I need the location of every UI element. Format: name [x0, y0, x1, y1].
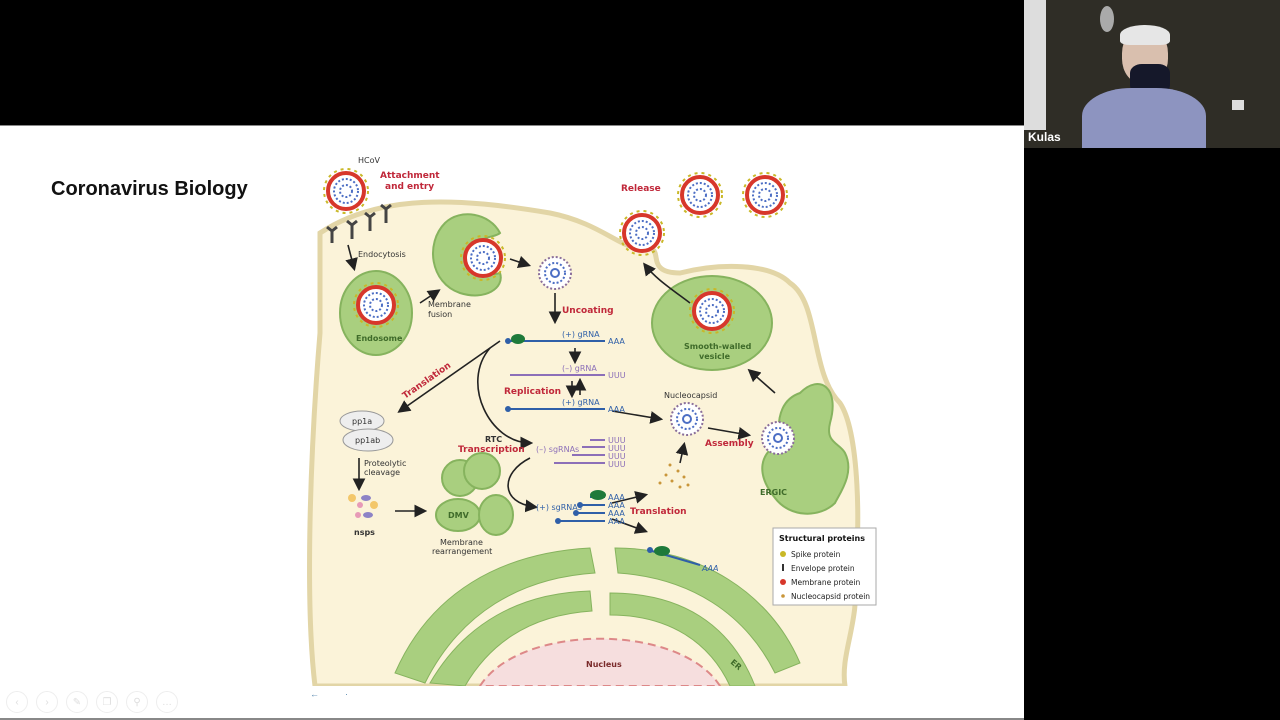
- svg-text:AAA: AAA: [608, 509, 625, 518]
- svg-text:AAA: AAA: [701, 564, 718, 573]
- person-hair: [1120, 25, 1170, 45]
- label-pos-grna: (+) gRNA: [562, 330, 600, 339]
- label-nucleus: Nucleus: [586, 660, 622, 669]
- label-aaa-2: AAA: [608, 405, 625, 414]
- label-neg-sgrnas: (–) sgRNAs: [536, 445, 579, 454]
- label-hcov: HCoV: [358, 156, 380, 165]
- label-membrane-rearr: Membrane: [440, 538, 483, 547]
- label-pp1ab: pp1ab: [355, 436, 380, 445]
- slide-title: Coronavirus Biology: [51, 178, 248, 200]
- label-neg-grna: (–) gRNA: [562, 364, 597, 373]
- ribosome-icon: [590, 490, 606, 500]
- svg-text:AAA: AAA: [608, 493, 625, 502]
- label-assembly: Assembly: [705, 439, 754, 449]
- label-pos-sgrnas: (+) sgRNAs: [536, 503, 582, 512]
- er-left: [394, 547, 596, 684]
- label-cleavage: cleavage: [364, 468, 400, 477]
- label-fusion: fusion: [428, 310, 452, 319]
- er-right-inner: [609, 592, 756, 686]
- top-black-bar: [0, 0, 1024, 125]
- rna-strands: [505, 338, 701, 566]
- pen-tool-button[interactable]: ✎: [66, 691, 88, 713]
- svg-text:AAA: AAA: [608, 501, 625, 510]
- video-background-speaker: [1100, 6, 1114, 32]
- svg-text:UUU: UUU: [608, 460, 626, 469]
- legend-item-membrane: Membrane protein: [791, 578, 860, 587]
- label-pp1a: pp1a: [352, 417, 372, 426]
- label-dmv: DMV: [448, 511, 470, 520]
- legend-item-nucleocapsid: Nucleocapsid protein: [791, 592, 870, 601]
- coronavirus-lifecycle-diagram: HCoV Endocytosis Membrane fusion (+) gRN…: [307, 156, 877, 686]
- label-smooth-walled: Smooth-walled: [684, 342, 752, 351]
- label-endosome: Endosome: [356, 334, 403, 343]
- svg-text:AAA: AAA: [608, 517, 625, 526]
- video-background-screen: [1024, 0, 1046, 130]
- label-vesicle: vesicle: [699, 352, 731, 361]
- label-entry: and entry: [385, 182, 434, 192]
- label-uuu-1: UUU: [608, 371, 626, 380]
- prev-slide-button[interactable]: ←: [310, 689, 319, 699]
- label-proteolytic: Proteolytic: [364, 459, 406, 468]
- er-left-inner: [429, 590, 593, 686]
- bottom-border: [0, 718, 1024, 720]
- label-nucleocapsid: Nucleocapsid: [664, 391, 717, 400]
- zoom-tool-button[interactable]: ⚲: [126, 691, 148, 713]
- label-transcription: Transcription: [458, 445, 525, 455]
- label-release: Release: [621, 184, 661, 194]
- next-slide-button[interactable]: ·: [345, 689, 348, 699]
- forward-tool-button[interactable]: ›: [36, 691, 58, 713]
- svg-text:UUU: UUU: [608, 452, 626, 461]
- label-ergic: ERGIC: [760, 488, 787, 497]
- back-tool-button[interactable]: ‹: [6, 691, 28, 713]
- legend-item-spike: Spike protein: [791, 550, 841, 559]
- label-rearrangement: rearrangement: [432, 547, 492, 556]
- label-nsps: nsps: [354, 528, 375, 537]
- person-shirt: [1082, 88, 1206, 148]
- legend-item-envelope: Envelope protein: [791, 564, 855, 573]
- more-tool-button[interactable]: …: [156, 691, 178, 713]
- participant-video[interactable]: Kulas: [1024, 0, 1280, 148]
- svg-text:UUU: UUU: [608, 436, 626, 445]
- structural-proteins-legend: Structural proteins Spike protein Envelo…: [772, 527, 877, 606]
- ribosome-icon: [511, 334, 525, 344]
- label-endocytosis: Endocytosis: [358, 250, 406, 259]
- video-background-outlet: [1232, 100, 1244, 110]
- label-attachment: Attachment: [380, 171, 440, 181]
- nsps-particles: [348, 494, 378, 518]
- label-aaa-1: AAA: [608, 337, 625, 346]
- ribosome-icon: [654, 546, 670, 556]
- svg-text:UUU: UUU: [608, 444, 626, 453]
- label-membrane: Membrane: [428, 300, 471, 309]
- receptors: [326, 203, 392, 243]
- legend-title: Structural proteins: [779, 534, 865, 543]
- slide-toolbar: ‹ › ✎ ❐ ⚲ …: [6, 691, 178, 713]
- label-replication: Replication: [504, 387, 561, 397]
- right-black-panel: [1024, 148, 1280, 720]
- er-right: [614, 547, 801, 674]
- nucleocapsid-protein-dots: [658, 463, 690, 489]
- label-translation-2: Translation: [630, 507, 687, 517]
- participant-name: Kulas: [1028, 130, 1061, 144]
- slide: Coronavirus Biology: [0, 125, 1024, 719]
- slide-nav: ← ·: [310, 689, 348, 699]
- label-rtc: RTC: [485, 435, 502, 444]
- pp1ab-cloud: [342, 428, 394, 452]
- copy-tool-button[interactable]: ❐: [96, 691, 118, 713]
- nucleus: [478, 637, 722, 686]
- label-pos-grna-2: (+) gRNA: [562, 398, 600, 407]
- label-uncoating: Uncoating: [562, 306, 614, 316]
